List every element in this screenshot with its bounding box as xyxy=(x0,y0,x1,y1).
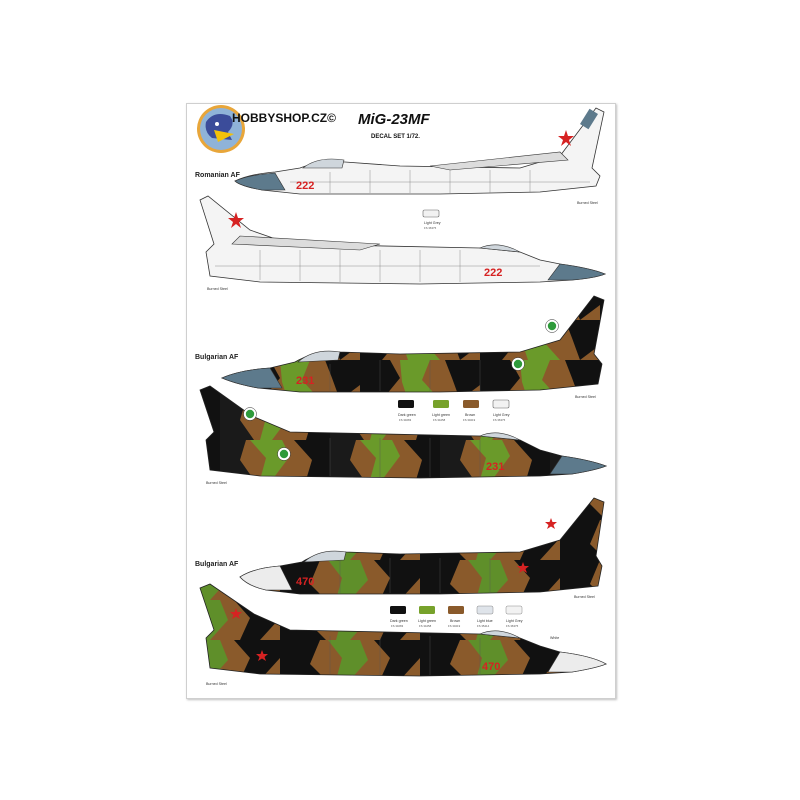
svg-text:Light green: Light green xyxy=(418,619,436,623)
section-label-romanian: Romanian AF xyxy=(195,172,241,179)
swatch-dark-green: Dark green FS 34083 xyxy=(390,606,408,628)
burned-steel-note-1b: Burned Steel xyxy=(207,287,228,291)
tail-number-bulgarian2-b: 470 xyxy=(482,661,500,673)
svg-text:FS 30219: FS 30219 xyxy=(448,624,461,628)
swatch-light-grey: Light Grey FS 36375 xyxy=(505,605,523,628)
tail-number-romanian-b: 222 xyxy=(484,267,502,279)
burned-steel-note-1a: Burned Steel xyxy=(577,201,598,205)
svg-text:FS 34258: FS 34258 xyxy=(419,624,432,628)
eagle-logo-icon xyxy=(197,105,245,153)
page-title: MiG-23MF xyxy=(358,111,431,128)
swatch-light-grey: Light Grey FS 36375 xyxy=(492,399,510,422)
svg-text:FS 34083: FS 34083 xyxy=(391,624,404,628)
tail-number-bulgarian2-a: 470 xyxy=(296,576,314,588)
svg-text:Light Grey: Light Grey xyxy=(506,619,523,623)
tail-number-romanian-a: 222 xyxy=(296,180,314,192)
swatch-light-blue: Light blue FS 35414 xyxy=(476,605,494,628)
svg-text:FS 34083: FS 34083 xyxy=(399,418,412,422)
svg-text:Dark green: Dark green xyxy=(398,413,416,417)
white-nose-note: White xyxy=(550,636,559,640)
svg-text:FS 36375: FS 36375 xyxy=(424,226,437,230)
swatch-brown: Brown FS 30219 xyxy=(448,606,464,628)
jet-bulgarian2-side-a xyxy=(239,497,605,595)
burned-steel-note-2b: Burned Steel xyxy=(206,481,227,485)
svg-text:Dark green: Dark green xyxy=(390,619,408,623)
swatch-brown: Brown FS 30219 xyxy=(463,400,479,422)
burned-steel-note-3a: Burned Steel xyxy=(574,595,595,599)
swatch-row-bulgarian-1: Dark green FS 34083 Light green FS 34258… xyxy=(398,399,510,422)
svg-text:FS 35414: FS 35414 xyxy=(477,624,490,628)
jet-bulgarian1-side-b xyxy=(199,385,608,479)
svg-text:Light green: Light green xyxy=(432,413,450,417)
swatch-dark-green: Dark green FS 34083 xyxy=(398,400,416,422)
svg-text:FS 36375: FS 36375 xyxy=(493,418,506,422)
page-subtitle: DECAL SET 1/72. xyxy=(371,134,420,140)
tail-number-bulgarian1-a: 231 xyxy=(296,375,314,387)
section-label-bulgarian-2: Bulgarian AF xyxy=(195,561,239,568)
svg-text:FS 36375: FS 36375 xyxy=(506,624,519,628)
swatch-light-green: Light green FS 34258 xyxy=(432,400,450,422)
burned-steel-note-3b: Burned Steel xyxy=(206,682,227,686)
jet-bulgarian1-side-a xyxy=(220,295,605,393)
svg-text:Brown: Brown xyxy=(450,619,460,623)
svg-text:Light Grey: Light Grey xyxy=(493,413,510,417)
svg-text:FS 30219: FS 30219 xyxy=(463,418,476,422)
swatch-light-grey-romanian: Light Grey FS 36375 xyxy=(422,209,441,230)
svg-text:Brown: Brown xyxy=(465,413,475,417)
svg-text:Light blue: Light blue xyxy=(477,619,493,623)
jet-romanian-side-a xyxy=(234,107,605,195)
tail-number-bulgarian1-b: 231 xyxy=(486,461,504,473)
section-label-bulgarian-1: Bulgarian AF xyxy=(195,354,239,361)
svg-text:FS 34258: FS 34258 xyxy=(433,418,446,422)
jet-bulgarian2-side-b xyxy=(199,583,607,677)
swatch-light-green: Light green FS 34258 xyxy=(418,606,436,628)
burned-steel-note-2a: Burned Steel xyxy=(575,395,596,399)
svg-text:Light Grey: Light Grey xyxy=(424,221,441,225)
jet-romanian-side-b xyxy=(199,195,607,285)
swatch-row-bulgarian-2: Dark green FS 34083 Light green FS 34258… xyxy=(390,605,523,628)
shop-name: HOBBYSHOP.CZ© xyxy=(232,111,336,125)
